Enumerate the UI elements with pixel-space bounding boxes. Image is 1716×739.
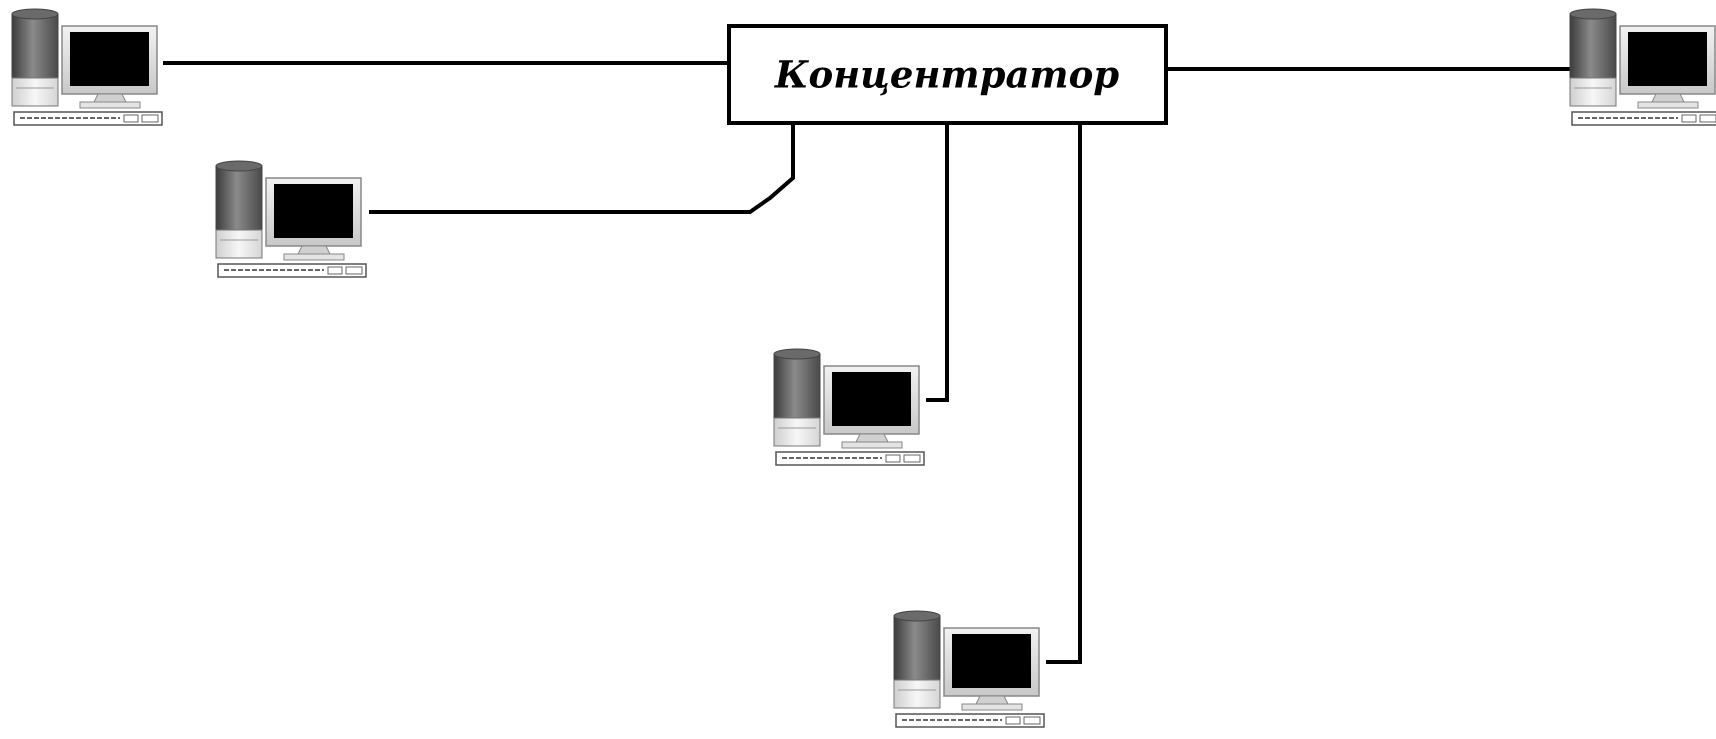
computer-top-right bbox=[1569, 8, 1716, 126]
hub-box bbox=[727, 24, 1168, 125]
link-bottom-center bbox=[1046, 123, 1082, 664]
hub: Концентратор bbox=[727, 24, 1168, 125]
computer-top-left bbox=[11, 8, 163, 126]
computer-bottom-center bbox=[893, 610, 1045, 728]
hub-label: Концентратор bbox=[774, 53, 1119, 97]
computer-upper-left bbox=[215, 160, 367, 278]
link-upper-left bbox=[369, 123, 795, 214]
connection-lines bbox=[163, 61, 1570, 664]
link-center bbox=[926, 123, 949, 402]
computer-center bbox=[773, 348, 925, 466]
